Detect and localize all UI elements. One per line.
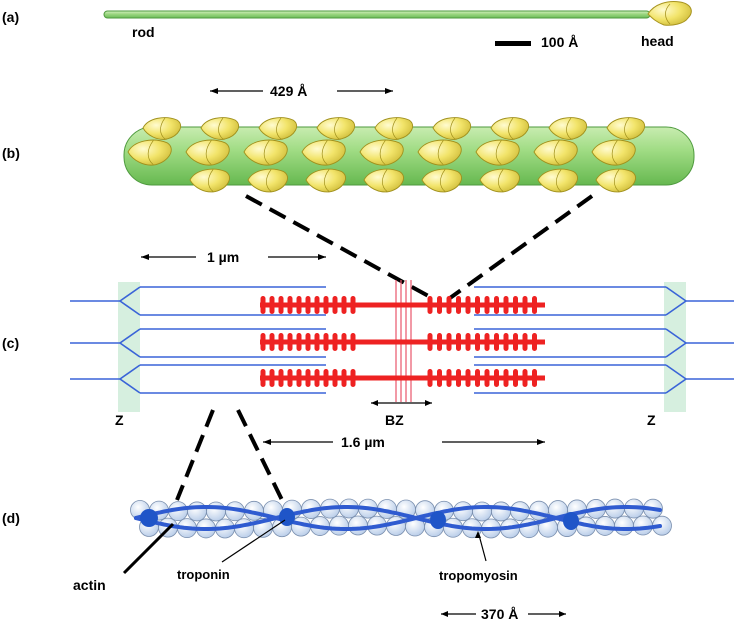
- myosin-head-5: [374, 117, 413, 140]
- panel-label-d: (d): [2, 510, 20, 526]
- tropomyosin-label: tropomyosin: [439, 568, 518, 583]
- actin-bead-24: [348, 515, 368, 536]
- thick-filament-3: [260, 369, 545, 387]
- myosin-head-13: [301, 139, 346, 166]
- thick-filament-2: [260, 333, 545, 351]
- period-label-370: 370 Å: [481, 606, 518, 622]
- actin-bead-52: [614, 515, 634, 536]
- length-arrow-1.6um: [263, 439, 545, 445]
- troponin-4: [563, 512, 579, 530]
- panel-label-a: (a): [2, 9, 19, 25]
- zoom-connector-c-d: [175, 409, 284, 501]
- actin-pointer: [122, 522, 175, 575]
- actin-bead-7: [187, 501, 207, 522]
- thin-filaments: [70, 286, 734, 394]
- troponin-label: troponin: [177, 567, 230, 582]
- actin-label: actin: [73, 577, 106, 593]
- myosin-head-20: [247, 168, 288, 193]
- myosin-head-24: [479, 168, 520, 193]
- myosin-head-15: [417, 139, 462, 166]
- troponin-3: [430, 511, 446, 529]
- myosin-head-4: [316, 117, 355, 140]
- troponin-2: [279, 508, 295, 526]
- myosin-head-3: [258, 117, 297, 140]
- bz-label: BZ: [385, 412, 404, 428]
- actin-filament: [130, 498, 672, 539]
- myosin-head-18: [591, 139, 636, 166]
- head-label: head: [641, 33, 674, 49]
- troponin-complexes: [140, 508, 579, 530]
- myosin-head-19: [189, 168, 230, 193]
- myosin-head-12: [243, 139, 288, 166]
- z-disc-right: [664, 282, 686, 412]
- z-disc-left: [118, 282, 140, 412]
- z-label-right: Z: [647, 412, 656, 428]
- myosin-head-23: [421, 168, 462, 193]
- rod-label: rod: [132, 24, 155, 40]
- thick-filaments: [260, 296, 545, 387]
- scale-label-100A: 100 Å: [541, 34, 578, 50]
- myosin-head-17: [533, 139, 578, 166]
- myosin-head-6: [432, 117, 471, 140]
- myosin-head-2: [200, 117, 239, 140]
- thick-filament-1: [260, 296, 545, 314]
- troponin-1: [140, 509, 158, 527]
- myosin-molecule: [103, 1, 692, 26]
- z-label-left: Z: [115, 412, 124, 428]
- myosin-head-26: [595, 168, 636, 193]
- troponin-pointer: [221, 519, 286, 563]
- actin-bead-37: [472, 501, 492, 522]
- period-label-429: 429 Å: [270, 83, 307, 99]
- length-label-1.6um: 1.6 µm: [341, 434, 385, 450]
- myosin-head-16: [475, 139, 520, 166]
- myosin-head-7: [490, 117, 529, 140]
- myosin-heads-group: [127, 117, 645, 193]
- actin-bead-9: [206, 501, 226, 522]
- myosin-rod: [103, 10, 651, 19]
- panel-label-c: (c): [2, 335, 19, 351]
- scale-label-1um: 1 µm: [207, 249, 239, 265]
- period-arrow-429: [210, 88, 393, 94]
- myosin-head-10: [127, 139, 172, 166]
- actin-bead-22: [329, 515, 349, 536]
- scale-arrow-1um: [141, 254, 326, 260]
- myosin-head: [647, 1, 692, 26]
- myosin-head-22: [363, 168, 404, 193]
- bz-arrow: [371, 400, 432, 406]
- myosin-head-14: [359, 139, 404, 166]
- period-arrow-370: [441, 611, 566, 617]
- myosin-head-11: [185, 139, 230, 166]
- myosin-head-21: [305, 168, 346, 193]
- tropomyosin-pointer: [478, 534, 487, 562]
- panel-label-b: (b): [2, 145, 20, 161]
- scale-bar-100A: [495, 41, 531, 46]
- myosin-head-25: [537, 168, 578, 193]
- myosin-head-9: [606, 117, 645, 140]
- myosin-head-1: [142, 117, 181, 140]
- zoom-connector-b-c: [245, 194, 594, 300]
- actin-bead-39: [491, 501, 511, 522]
- myosin-head-8: [548, 117, 587, 140]
